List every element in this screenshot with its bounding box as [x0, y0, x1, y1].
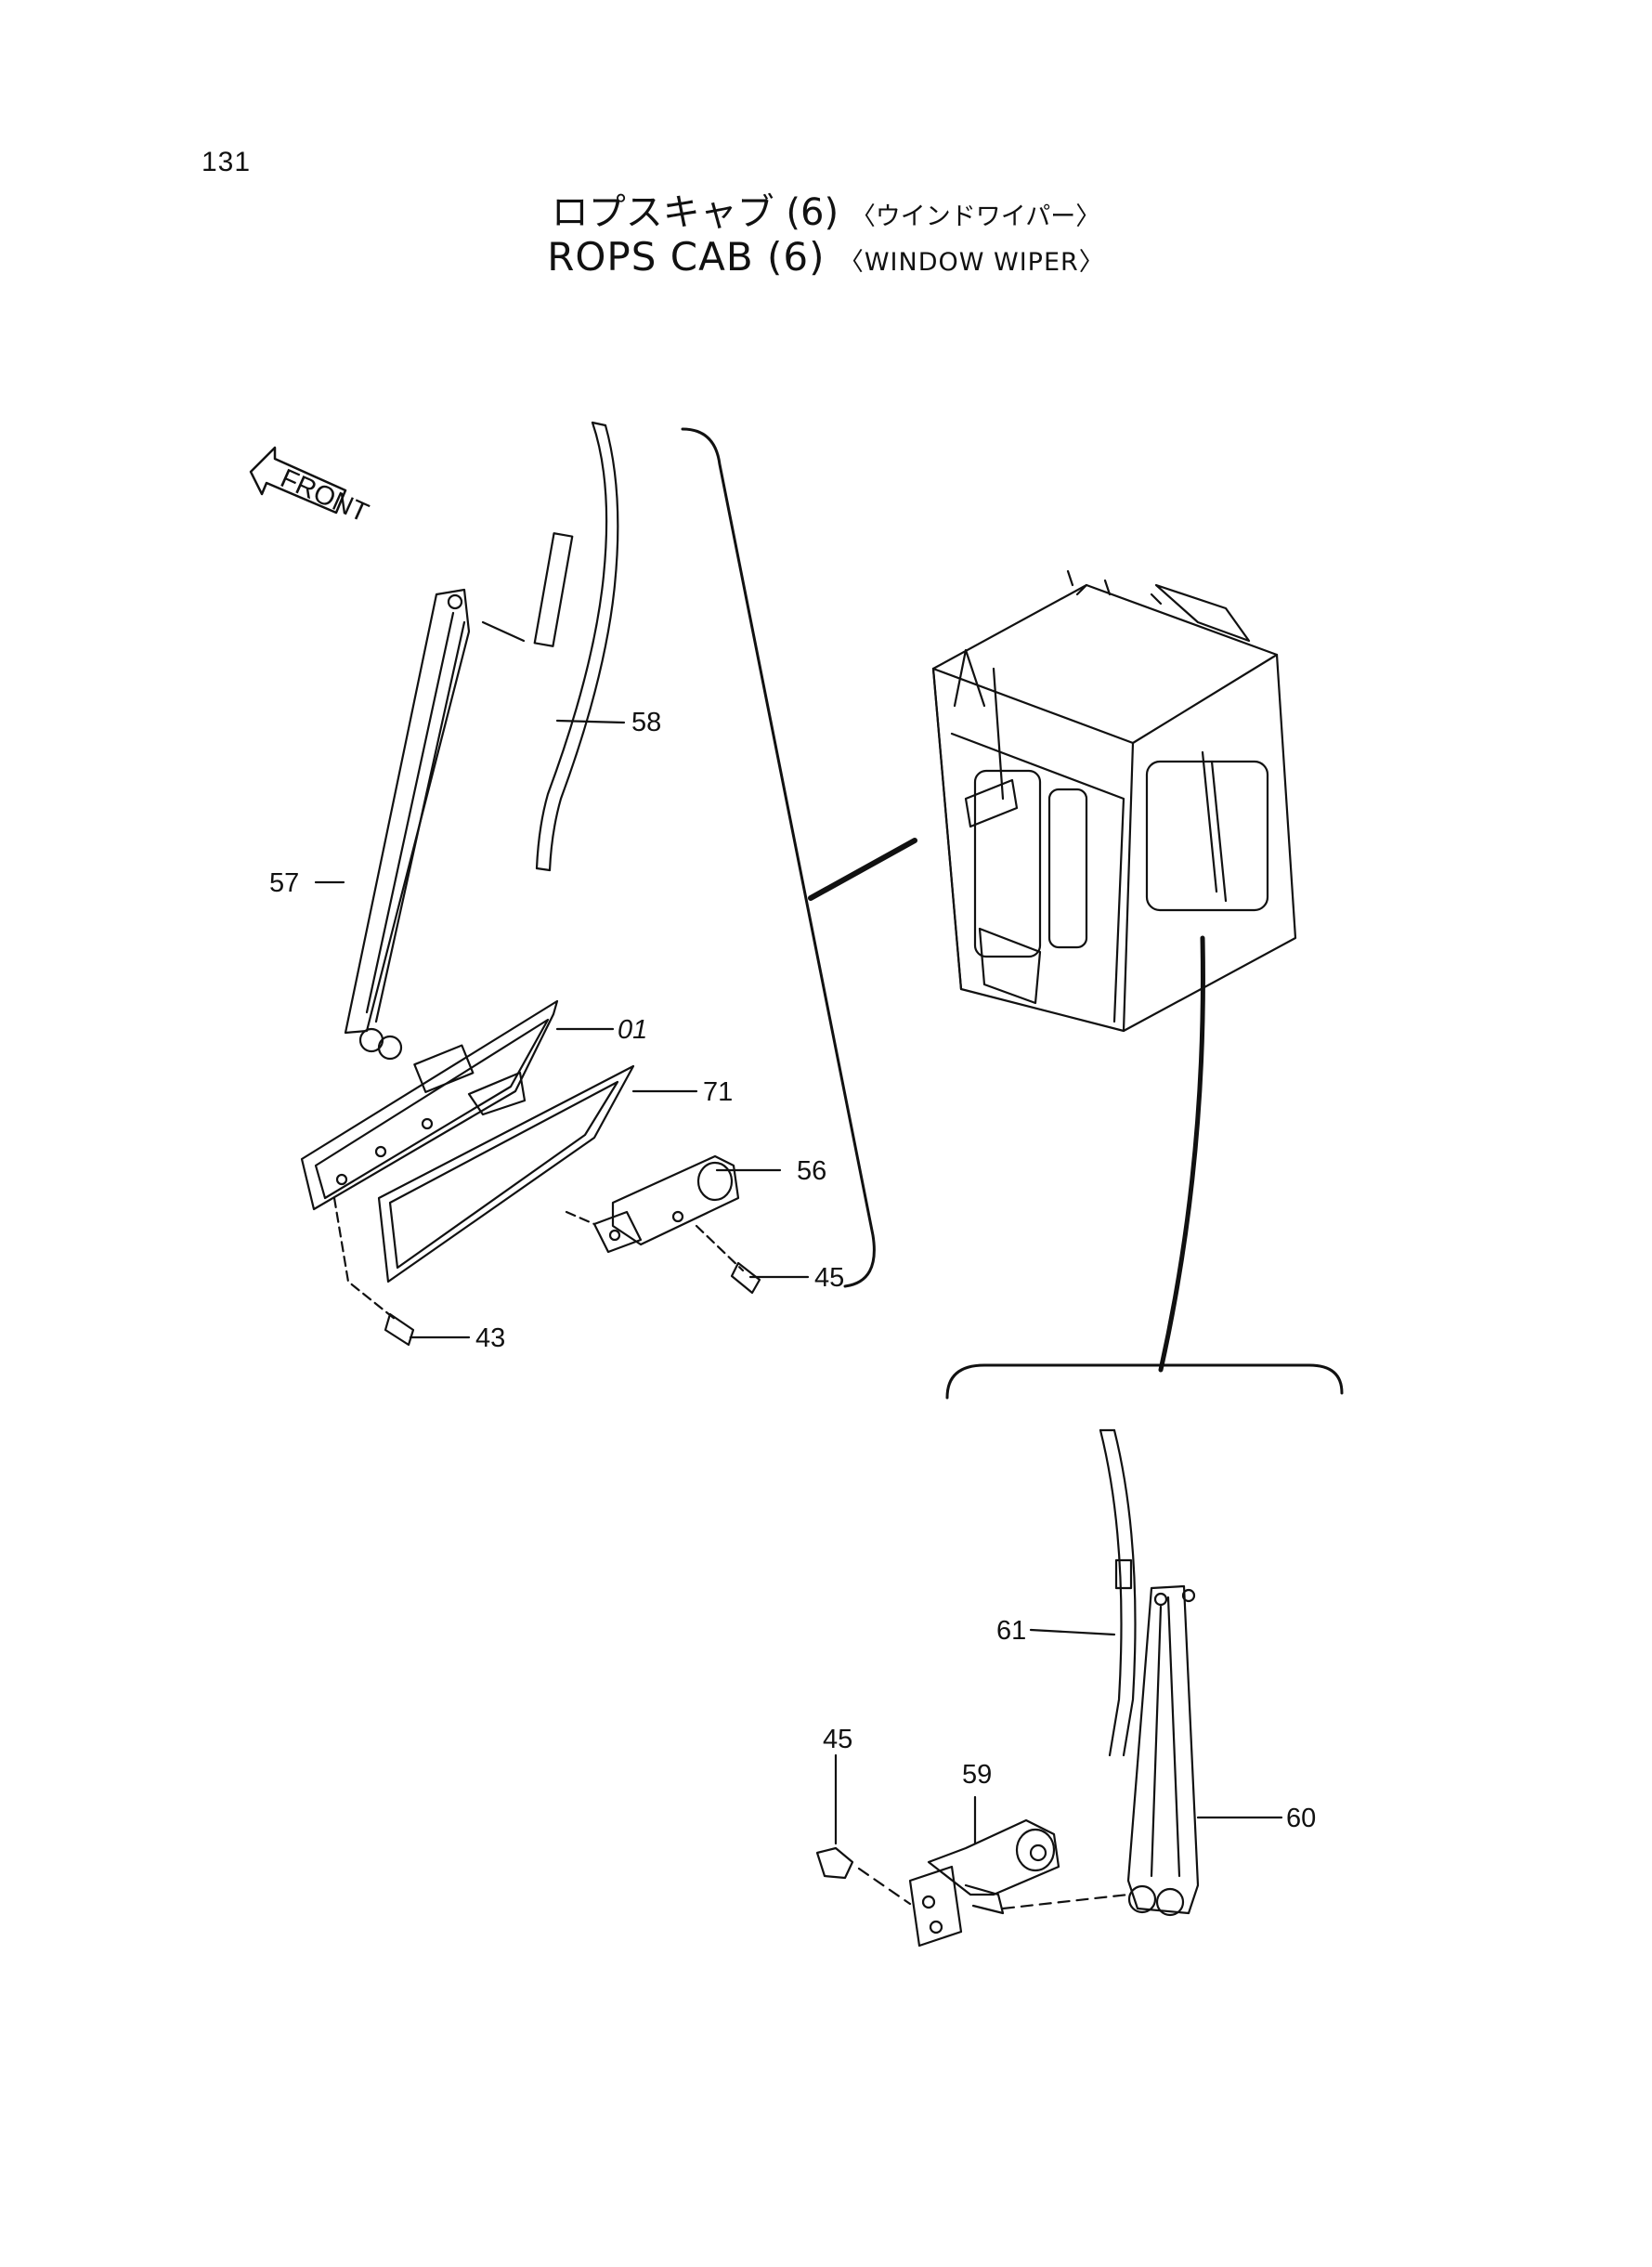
front-label: FRONT: [276, 463, 373, 528]
title-english-sub: 〈WINDOW WIPER〉: [838, 248, 1105, 277]
title-japanese: ロプスキャブ (6) 〈ウインドワイパー〉: [0, 182, 1652, 236]
wiper-blade-58: [481, 421, 626, 872]
callout-56: 56: [797, 1156, 826, 1186]
left-group-leader: [808, 838, 917, 901]
left-group-bracket: [681, 427, 876, 1288]
screw-45-left: [695, 1224, 810, 1295]
callout-59: 59: [962, 1760, 992, 1790]
callout-45-right: 45: [823, 1725, 852, 1754]
callout-01: 01: [618, 1015, 647, 1045]
callout-43: 43: [475, 1323, 505, 1353]
title-japanese-sub: 〈ウインドワイパー〉: [850, 202, 1101, 231]
callout-71: 71: [703, 1077, 733, 1107]
screw-45-right: [815, 1753, 912, 1906]
cover-frame-01: [300, 999, 615, 1211]
wiper-arm-57: [314, 588, 471, 1061]
right-group-leader: [1158, 935, 1205, 1373]
callout-57: 57: [269, 868, 299, 898]
title-english: ROPS CAB (6) 〈WINDOW WIPER〉: [0, 234, 1652, 280]
right-group-bracket: [945, 1363, 1344, 1400]
title-english-main: ROPS CAB (6): [547, 234, 826, 280]
wiper-motor-59: [908, 1795, 1130, 1948]
bolt-43: [332, 1196, 471, 1347]
wiper-motor-56: [565, 1154, 782, 1254]
title-japanese-main: ロプスキャブ (6): [551, 191, 839, 234]
wiper-arm-60: [1126, 1584, 1283, 1917]
rops-cab-overview: [931, 569, 1297, 1033]
front-arrow-icon: FRONT: [249, 446, 373, 528]
callout-61: 61: [996, 1616, 1026, 1646]
wiper-blade-61: [1029, 1428, 1137, 1757]
page-number: 131: [202, 147, 252, 177]
callout-60: 60: [1286, 1804, 1316, 1833]
callout-45-left: 45: [814, 1263, 844, 1293]
seal-gasket-71: [377, 1064, 698, 1283]
callout-58: 58: [631, 708, 661, 737]
